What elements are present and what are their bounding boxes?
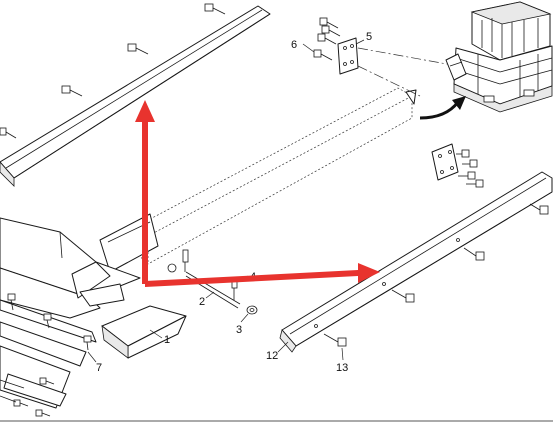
- lower-left-bolt: [35, 409, 51, 417]
- upper-rail-bolt: [61, 85, 83, 97]
- callout-7: 7: [96, 362, 102, 374]
- red-arrow-right-icon: [145, 263, 380, 287]
- upper-rail-bolt: [0, 127, 17, 139]
- bolts-part-6: [313, 17, 341, 61]
- right-bracket-plate: [431, 143, 484, 188]
- bolts-part-13: [323, 203, 549, 347]
- assembly-centerline: [357, 65, 421, 97]
- assembly-centerline: [357, 47, 459, 67]
- nut-part-3: [167, 263, 258, 315]
- upper-rail-bolt: [204, 3, 226, 15]
- red-arrow-up-icon: [135, 100, 155, 284]
- callout-6: 6: [291, 39, 297, 51]
- callout-3: 3: [236, 324, 242, 336]
- lower-left-bolt: [39, 377, 55, 385]
- callout-1: 1: [164, 334, 170, 346]
- lower-left-bolt: [43, 313, 52, 329]
- callout-2: 2: [199, 296, 205, 308]
- lower-rail-part-12: [279, 171, 553, 353]
- lower-left-bolt: [83, 335, 92, 351]
- callout-5: 5: [366, 31, 372, 43]
- curved-arrow-icon: [419, 96, 466, 120]
- lower-left-bolt: [13, 399, 29, 407]
- deflector-plate-part-1: [101, 305, 187, 359]
- upper-rail: [0, 3, 271, 187]
- lower-left-bolt: [7, 293, 16, 311]
- bracket-plate-part-5: [337, 37, 359, 75]
- lower-hopper-assembly: [0, 217, 141, 417]
- upper-rail-bolt: [127, 43, 149, 55]
- paver-machine-illustration: [445, 1, 553, 113]
- callout-12: 12: [266, 350, 278, 362]
- callout-13: 13: [336, 362, 348, 374]
